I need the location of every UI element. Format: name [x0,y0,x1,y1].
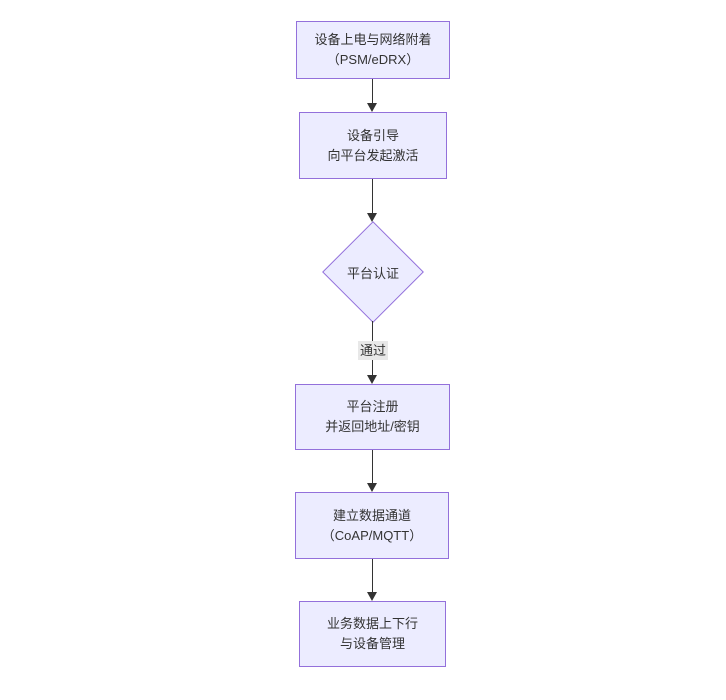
edge-line-n4-n5 [372,450,373,483]
node-label-line: 建立数据通道 [332,507,411,523]
edge-line-n1-n2 [372,79,373,103]
edge-line-n5-n6 [372,559,373,592]
node-label-line: 并返回地址/密钥 [325,419,420,434]
edge-arrowhead [367,375,377,384]
node-label-line: 设备引导 [346,127,399,143]
edge-line-n2-n3 [372,179,373,213]
node-label-line: 向平台发起激活 [327,147,419,163]
node-business-data-device-mgmt: 业务数据上下行 与设备管理 [299,601,446,667]
node-label-line: 与设备管理 [339,636,405,651]
node-label-line: 平台注册 [346,399,399,414]
node-label-line: 设备上电与网络附着 [314,32,432,47]
node-label-line: （PSM/eDRX） [326,52,420,67]
edge-arrowhead [367,213,377,222]
edge-arrowhead [367,103,377,112]
edge-label-pass: 通过 [357,341,389,360]
node-device-power-network-attach: 设备上电与网络附着 （PSM/eDRX） [296,21,450,79]
node-device-bootstrap-activate: 设备引导 向平台发起激活 [299,112,447,179]
node-label-line: 平台认证 [346,265,399,281]
node-label-line: 业务数据上下行 [326,616,418,631]
edge-arrowhead [367,483,377,492]
node-platform-register: 平台注册 并返回地址/密钥 [295,384,450,450]
node-establish-data-channel: 建立数据通道 （CoAP/MQTT） [295,492,449,559]
decision-platform-auth-label-wrap: 平台认证 [323,222,423,322]
edge-arrowhead [367,592,377,601]
node-label-line: （CoAP/MQTT） [321,527,423,543]
